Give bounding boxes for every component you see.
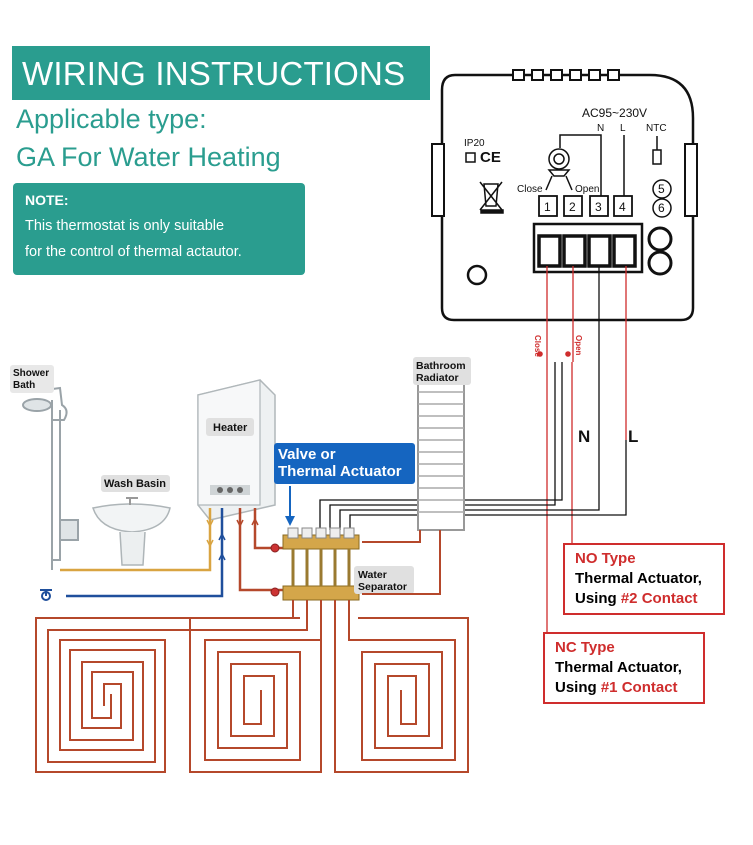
screw-terminal-block xyxy=(532,222,644,274)
shower-icon xyxy=(22,386,79,570)
open-label: Open xyxy=(575,184,599,195)
valve-handle-icon xyxy=(40,589,52,601)
terminal-2: 2 xyxy=(569,200,576,214)
nc-type-line2: Thermal Actuator, xyxy=(555,659,682,676)
note-box: NOTE: This thermostat is only suitable f… xyxy=(13,183,305,275)
no-type-line3: Using #2 Contact xyxy=(575,589,713,609)
open-wire-label: Open xyxy=(574,335,583,356)
no-type-line2: Thermal Actuator, xyxy=(575,570,702,587)
svg-text:Shower Bath: Shower Bath xyxy=(13,368,52,391)
weee-bin-icon xyxy=(479,181,504,214)
valve-callout: Valve or Thermal Actuator xyxy=(274,443,415,484)
ntc-sensor-icon xyxy=(652,136,672,218)
no-type-title: NO Type xyxy=(575,550,636,567)
water-separator-label-line1: Water xyxy=(358,569,387,581)
note-heading: NOTE: xyxy=(25,192,69,208)
nc-type-using: Using xyxy=(555,679,601,696)
applicable-type-value: GA For Water Heating xyxy=(16,142,281,172)
bathroom-radiator-icon xyxy=(417,379,465,531)
water-separator-label-line2: Separator xyxy=(358,581,407,593)
no-type-callout: NO Type Thermal Actuator, Using #2 Conta… xyxy=(563,543,725,615)
svg-text:Bathroom Radiator: Bathroom Radiator xyxy=(416,360,469,384)
voltage-label: AC95~230V xyxy=(582,106,647,120)
page-title: WIRING INSTRUCTIONS xyxy=(22,55,406,92)
no-type-contact: #2 Contact xyxy=(620,590,698,607)
terminal-6: 6 xyxy=(658,201,665,215)
l-terminal-label: L xyxy=(620,123,626,134)
ce-mark: CE xyxy=(480,149,501,166)
n-wire-label: N xyxy=(578,427,590,446)
note-line-1: This thermostat is only suitable xyxy=(25,218,225,234)
shower-label-line2: Bath xyxy=(13,380,35,391)
actuator-symbol-icon xyxy=(545,148,573,191)
terminal-1: 1 xyxy=(544,200,551,214)
wash-basin-label: Wash Basin xyxy=(104,478,166,490)
nc-type-line3: Using #1 Contact xyxy=(555,678,693,698)
wash-basin-icon xyxy=(92,497,171,566)
water-supply-pipes xyxy=(60,508,285,598)
shower-label-line1: Shower xyxy=(13,368,49,379)
terminal-5: 5 xyxy=(658,182,665,196)
nc-type-contact: #1 Contact xyxy=(600,679,678,696)
close-label: Close xyxy=(517,184,543,195)
thermostat-panel: AC95~230V N L NTC IP20 CE Close Open xyxy=(431,69,698,322)
valve-callout-line2: Thermal Actuator xyxy=(278,463,402,480)
ntc-label: NTC xyxy=(646,123,667,134)
applicable-type-label: Applicable type: xyxy=(16,104,207,134)
underfloor-heating-loops xyxy=(35,600,469,773)
svg-text:Water Separator: Water Separator xyxy=(358,569,407,593)
double-insulation-icon xyxy=(465,152,476,163)
heater-boiler-icon xyxy=(197,379,276,521)
title-banner: WIRING INSTRUCTIONS xyxy=(12,46,430,100)
radiator-label-line1: Bathroom xyxy=(416,360,466,372)
n-terminal-label: N xyxy=(597,123,604,134)
mounting-hole xyxy=(466,264,488,286)
water-separator-manifold xyxy=(270,527,360,601)
terminal-4: 4 xyxy=(619,200,626,214)
nc-type-title: NC Type xyxy=(555,639,615,656)
heater-label: Heater xyxy=(213,422,248,434)
no-type-using: Using xyxy=(575,590,621,607)
ip20-label: IP20 xyxy=(464,138,485,149)
radiator-label-line2: Radiator xyxy=(416,372,459,384)
note-line-2: for the control of thermal actautor. xyxy=(25,244,242,260)
terminal-3: 3 xyxy=(595,200,602,214)
l-wire-label: L xyxy=(628,427,638,446)
valve-callout-line1: Valve or xyxy=(278,446,336,463)
close-wire-label: Close xyxy=(533,335,542,357)
nc-type-callout: NC Type Thermal Actuator, Using #1 Conta… xyxy=(543,632,705,704)
